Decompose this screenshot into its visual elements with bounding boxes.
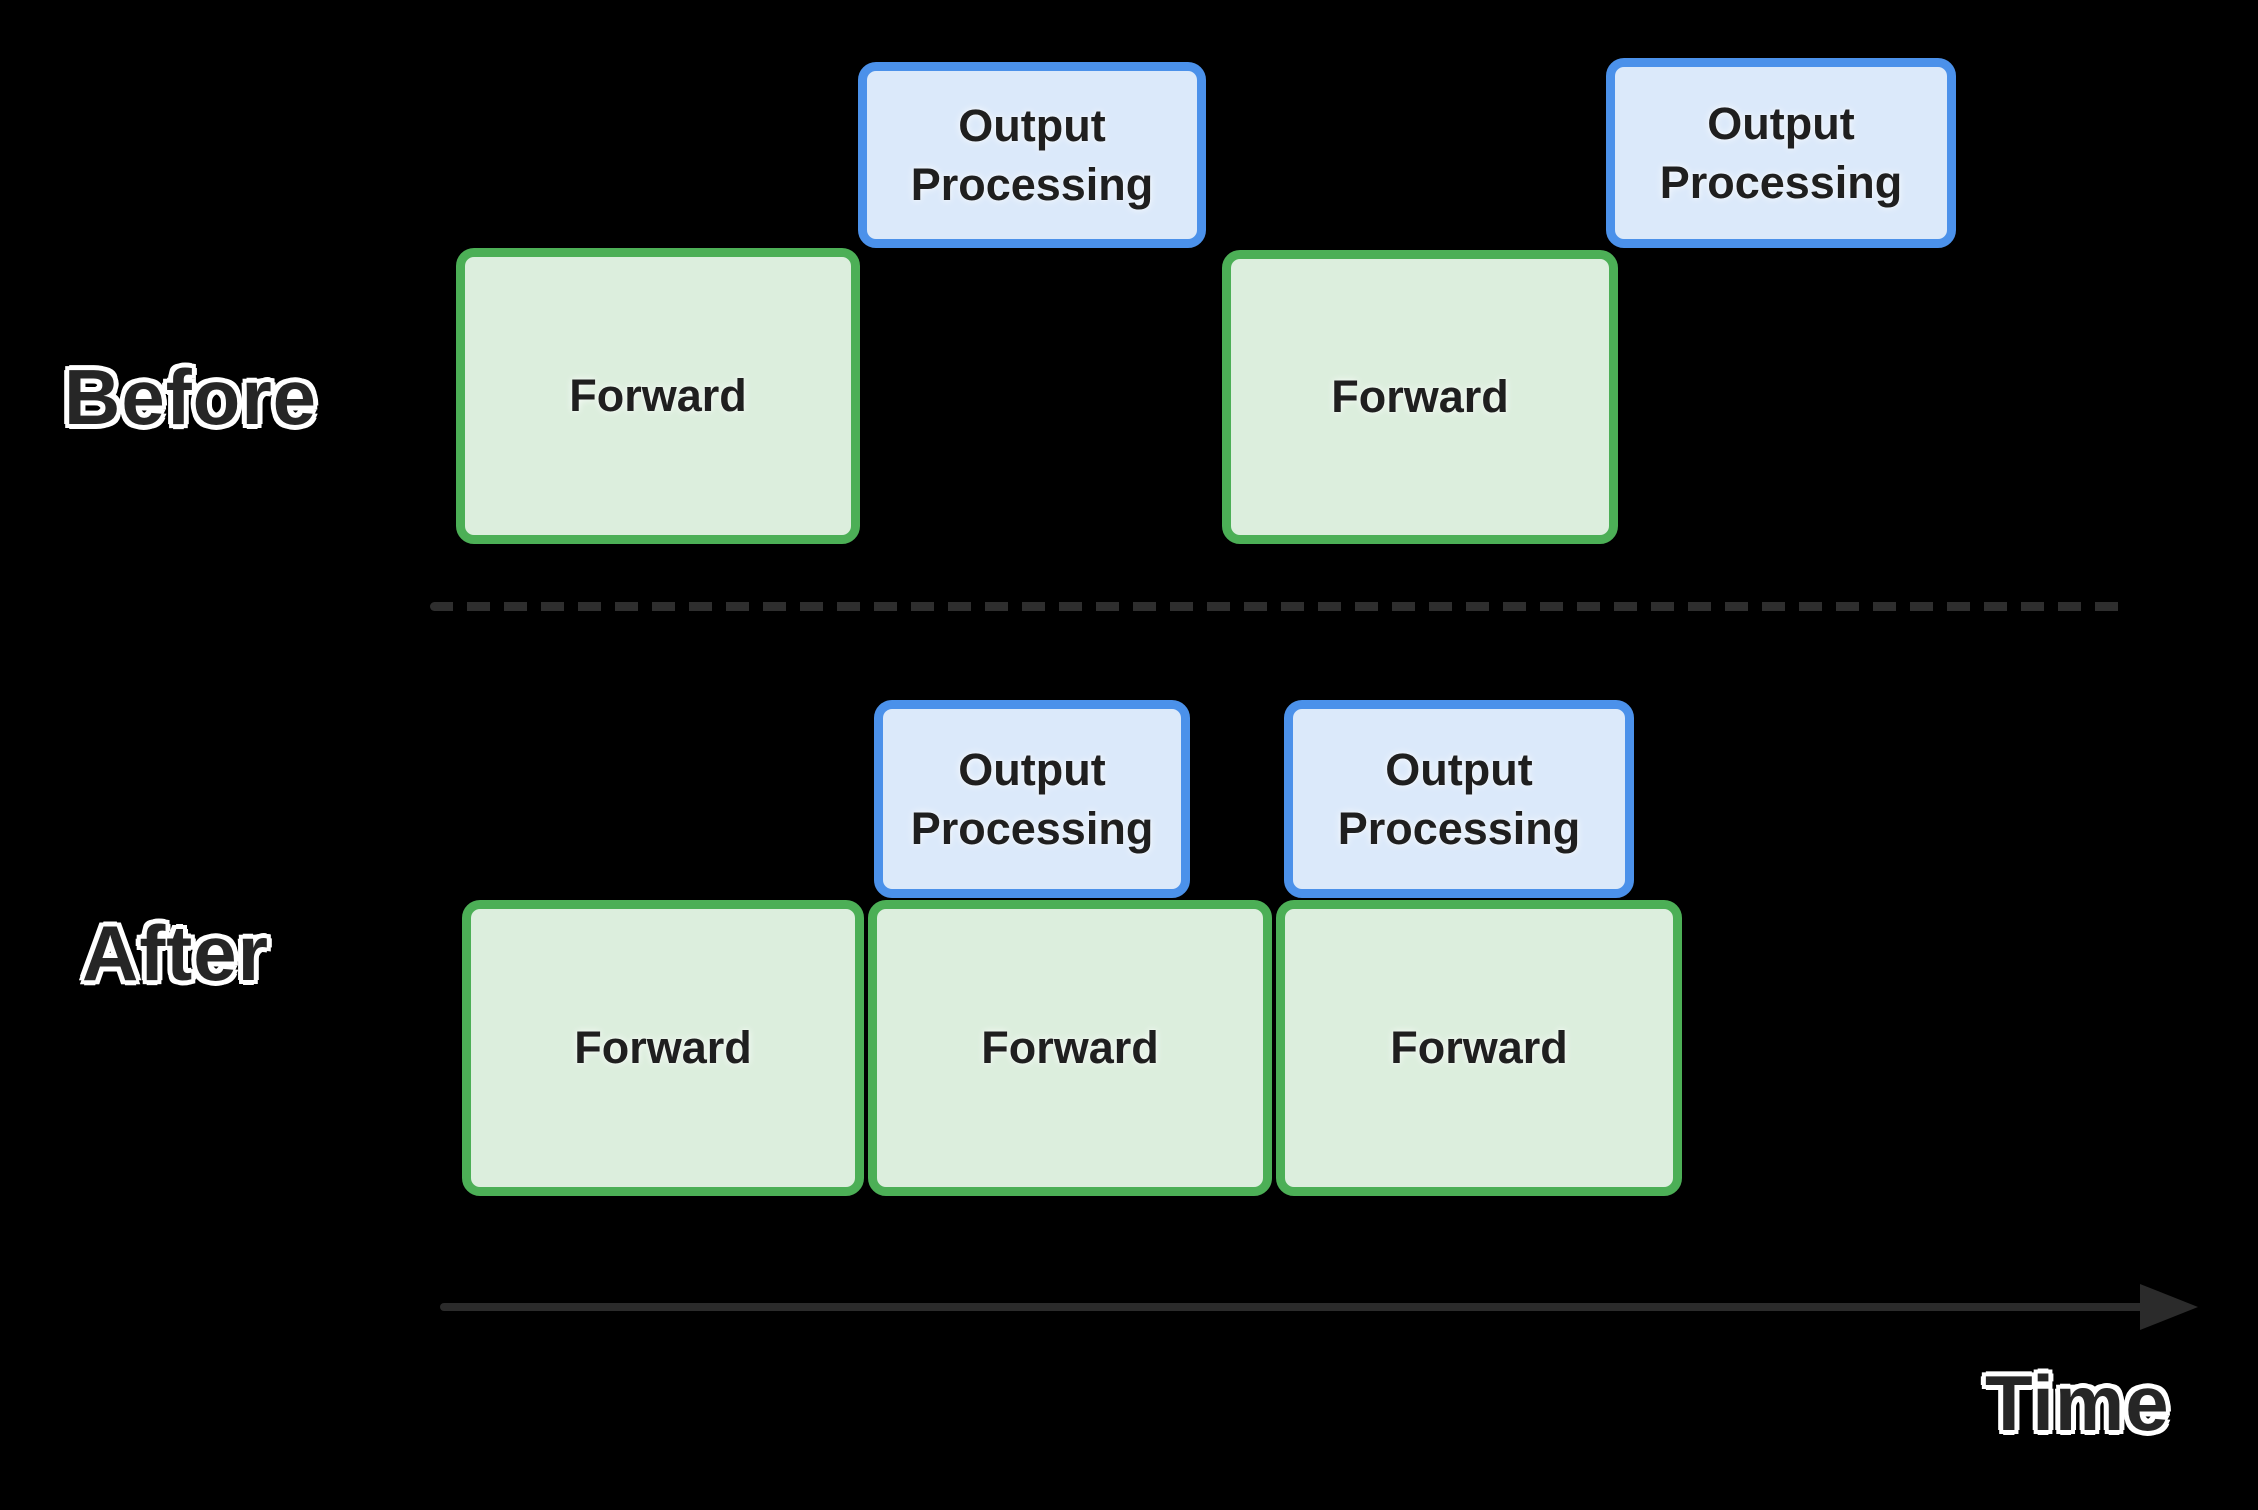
before-label: Before bbox=[64, 353, 318, 441]
before-forward-1: Forward bbox=[456, 248, 860, 544]
before-output-processing-1-label: Output Processing bbox=[910, 99, 1154, 210]
after-forward-3-label: Forward bbox=[1390, 1022, 1568, 1074]
after-output-processing-2-label: Output Processing bbox=[1337, 743, 1581, 854]
after-forward-1: Forward bbox=[462, 900, 864, 1196]
after-forward-1-label: Forward bbox=[574, 1022, 752, 1074]
after-forward-2: Forward bbox=[868, 900, 1272, 1196]
after-label: After bbox=[82, 909, 270, 997]
after-output-processing-2: Output Processing bbox=[1284, 700, 1634, 898]
time-axis-label: Time bbox=[1985, 1359, 2170, 1447]
before-forward-2: Forward bbox=[1222, 250, 1618, 544]
before-output-processing-1: Output Processing bbox=[858, 62, 1206, 248]
after-output-processing-1: Output Processing bbox=[874, 700, 1190, 898]
before-forward-2-label: Forward bbox=[1331, 371, 1509, 423]
time-axis-line bbox=[440, 1303, 2145, 1311]
time-axis-arrowhead-icon bbox=[2140, 1284, 2198, 1330]
before-output-processing-2: Output Processing bbox=[1606, 58, 1956, 248]
before-output-processing-2-label: Output Processing bbox=[1659, 97, 1903, 208]
after-output-processing-1-label: Output Processing bbox=[910, 743, 1154, 854]
dashed-separator bbox=[430, 602, 2125, 611]
after-forward-2-label: Forward bbox=[981, 1022, 1159, 1074]
after-forward-3: Forward bbox=[1276, 900, 1682, 1196]
before-forward-1-label: Forward bbox=[569, 370, 747, 422]
